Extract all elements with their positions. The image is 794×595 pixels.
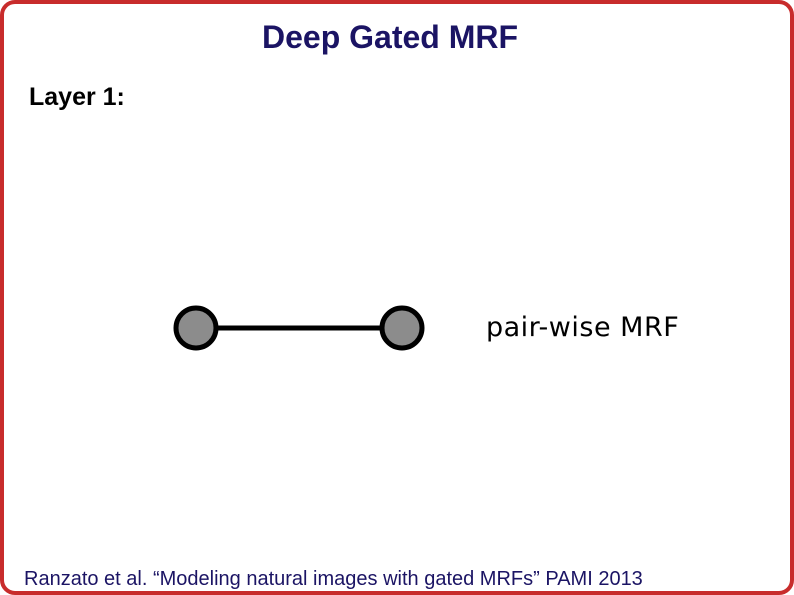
graph-node-right [379, 305, 425, 351]
layer-label: Layer 1: [29, 83, 125, 111]
pairwise-mrf-label: pair-wise MRF [486, 312, 680, 343]
pairwise-mrf-graph [173, 305, 425, 351]
slide-title: Deep Gated MRF [261, 19, 519, 55]
graph-node-left [173, 305, 219, 351]
citation: Ranzato et al. “Modeling natural images … [24, 568, 643, 590]
